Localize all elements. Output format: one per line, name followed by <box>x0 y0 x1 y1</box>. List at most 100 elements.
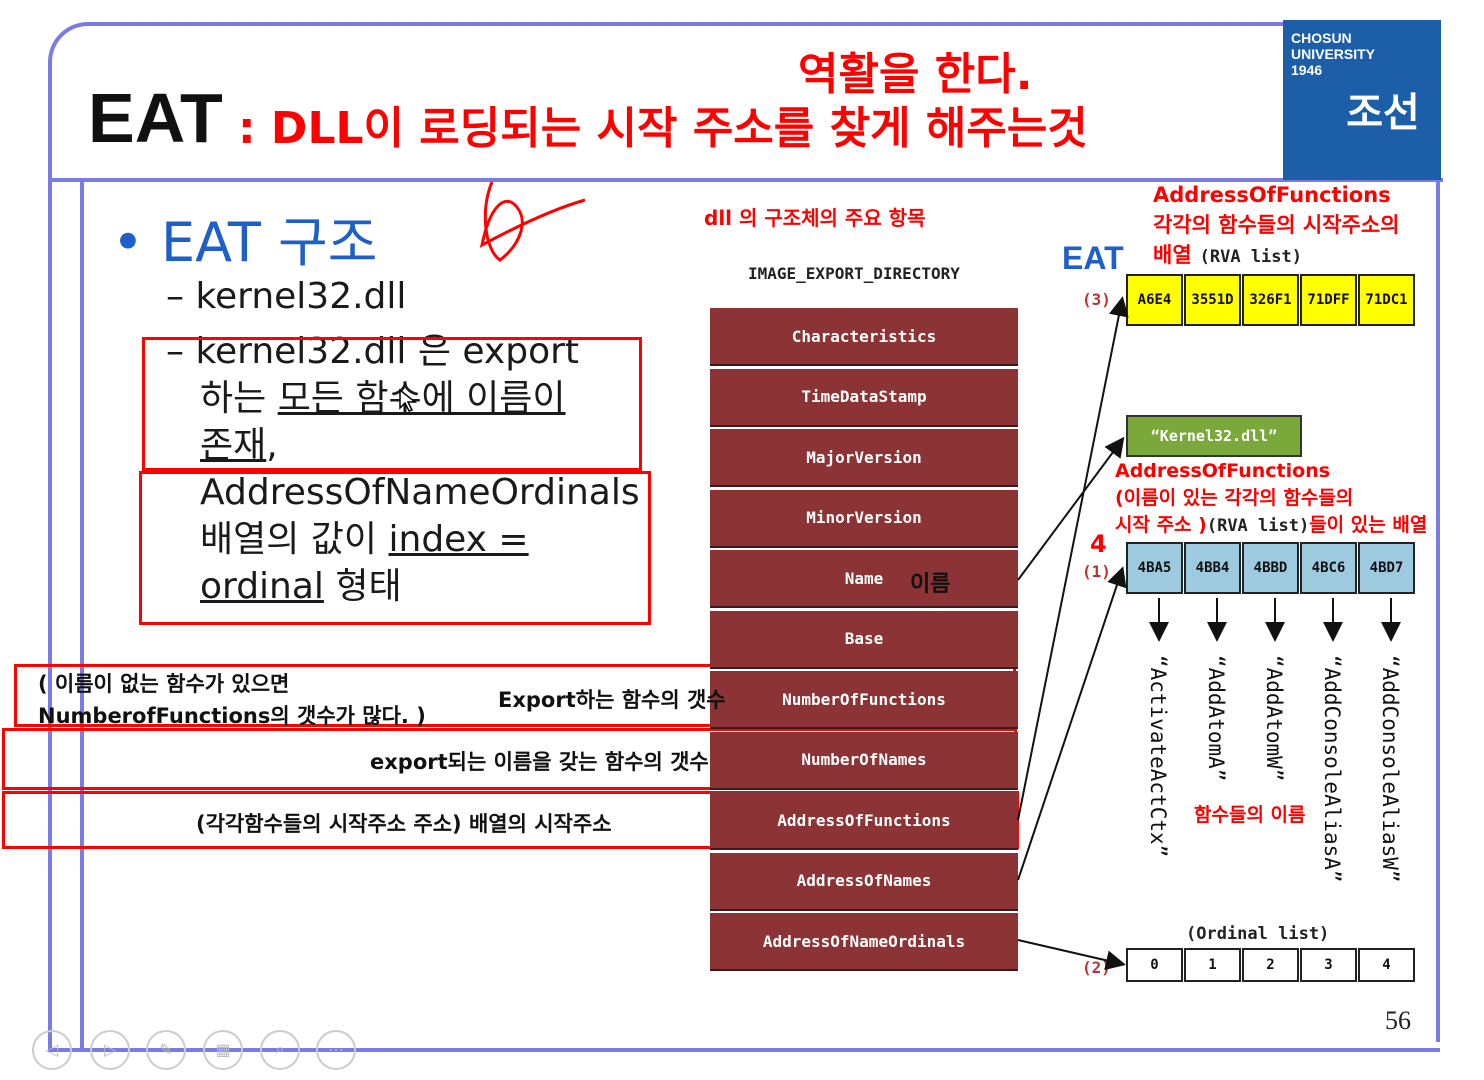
slide-frame-left-outer <box>48 140 52 1050</box>
dll-name-box: “Kernel32.dll” <box>1126 415 1302 457</box>
pen-scribble <box>479 181 586 262</box>
annotation-four: 4 <box>1090 530 1107 558</box>
bullet-sub2-line5a: 배열의 값이 <box>200 519 389 560</box>
zoom-icon[interactable]: ⌕ <box>260 1030 300 1070</box>
marker-3: (3) <box>1082 290 1111 309</box>
page-number: 56 <box>1385 1006 1411 1035</box>
struct-field-numberoffunctions: NumberOfFunctions <box>710 671 1018 729</box>
arrow-ordinals-to-ordinal-list <box>1017 939 1126 971</box>
name-rva-cell-3: 4BC6 <box>1300 542 1357 594</box>
slide-header-divider <box>48 178 1443 182</box>
eat-label: EAT <box>1062 240 1124 276</box>
annotation-func-names: 함수들의 이름 <box>1194 804 1306 826</box>
struct-field-majorversion: MajorVersion <box>710 429 1018 487</box>
slide-frame-bottom <box>48 1048 1440 1052</box>
bullet-sub2-line5b: index = <box>388 519 529 560</box>
annotation-funcs-mid-line3: 시작 주소 ) <box>1115 514 1207 536</box>
name-rva-cell-2: 4BBD <box>1242 542 1299 594</box>
annotation-funcs-top-line2: 각각의 함수들의 시작주소의 <box>1153 213 1400 237</box>
annotation-funcs-mid-line1: AddressOfFunctions <box>1115 460 1331 482</box>
logo-text-line1: CHOSUN <box>1291 30 1352 46</box>
marker-1: (1) <box>1082 562 1111 581</box>
bullet-sub2-line2b: 모든 함수에 이름이 <box>277 378 566 419</box>
ordinal-label: (Ordinal list) <box>1186 924 1330 944</box>
function-name-0: “ActivateActCtx” <box>1146 655 1170 858</box>
struct-field-name: Name <box>710 550 1018 608</box>
highlight-box-ordinals <box>139 471 651 625</box>
ordinal-cell-4: 4 <box>1358 948 1415 982</box>
prev-slide-icon[interactable]: ◁ <box>32 1030 72 1070</box>
logo-glyph: 조선 <box>1346 90 1420 136</box>
annotation-dll-struct: dll 의 구조체의 주요 항목 <box>704 206 926 230</box>
bullet-sub2-line6b: 형태 <box>323 566 402 607</box>
marker-2: (2) <box>1082 958 1111 977</box>
function-name-3: “AddConsoleAliasA” <box>1320 655 1344 883</box>
struct-title: IMAGE_EXPORT_DIRECTORY <box>748 264 960 283</box>
annotation-export-count: Export하는 함수의 갯수 <box>498 688 726 712</box>
highlight-box-names <box>142 337 642 471</box>
annotation-start-addr: (각각함수들의 시작주소 주소) 배열의 시작주소 <box>196 812 612 836</box>
annotation-no-name: ( 이름이 없는 함수가 있으면 NumberofFunctions의 갯수가 … <box>38 668 426 732</box>
ordinal-cell-2: 2 <box>1242 948 1299 982</box>
annotation-funcs-top: AddressOfFunctions 각각의 함수들의 시작주소의 배열 (RVA… <box>1153 180 1399 272</box>
more-options-icon[interactable]: ⋯ <box>316 1030 356 1070</box>
rva-label: (RVA list) <box>1199 247 1302 267</box>
mouse-cursor-icon <box>399 388 418 412</box>
slide-subtitle-line2: 역활을 한다. <box>798 49 1033 100</box>
arrow-functions-to-rva <box>1017 296 1129 821</box>
function-name-4: “AddConsoleAliasW” <box>1378 655 1402 883</box>
rva-cell-2: 326F1 <box>1242 274 1299 326</box>
struct-field-addressofnames: AddressOfNames <box>710 852 1018 911</box>
rva-label-mid: (RVA list) <box>1206 516 1310 536</box>
name-rva-cell-0: 4BA5 <box>1126 542 1183 594</box>
ordinal-cell-1: 1 <box>1184 948 1241 982</box>
bullet-main: • EAT 구조 <box>112 198 377 277</box>
annotation-funcs-top-line1: AddressOfFunctions <box>1153 183 1391 207</box>
arrow-names-to-name-rva <box>1017 566 1127 881</box>
struct-field-addressoffunctions: AddressOfFunctions <box>710 792 1018 850</box>
logo-text-line2: UNIVERSITY <box>1291 46 1376 62</box>
slide-subtitle: : DLL이 로딩되는 시작 주소를 찾게 해주는것 <box>238 103 1088 154</box>
bullet-sub2-line3a: 존재 <box>200 425 267 466</box>
annotation-funcs-top-line3: 배열 <box>1153 243 1192 267</box>
bullet-sub2-line2a: 하는 <box>200 378 278 419</box>
rva-cell-0: A6E4 <box>1126 274 1183 326</box>
struct-field-base: Base <box>710 610 1018 669</box>
name-rva-cell-1: 4BB4 <box>1184 542 1241 594</box>
ordinal-cell-3: 3 <box>1300 948 1357 982</box>
bullet-sub1-text: kernel32.dll <box>195 276 407 317</box>
bullet-sub2: – kernel32.dll 은 export 하는 모든 함수에 이름이 존재… <box>166 331 640 607</box>
struct-field-timedatastamp: TimeDataStamp <box>710 368 1018 427</box>
slides-grid-icon[interactable]: ▦ <box>203 1030 243 1070</box>
function-name-1: “AddAtomA” <box>1204 655 1228 782</box>
slide-title: EAT <box>88 79 223 157</box>
annotation-funcs-mid-line2: (이름이 있는 각각의 함수들의 <box>1115 487 1354 509</box>
bullet-sub2-line4: AddressOfNameOrdinals <box>200 472 640 513</box>
annotation-export-names: export되는 이름을 갖는 함수의 갯수 <box>370 750 709 774</box>
bullet-sub2-line6a: ordinal <box>200 566 324 607</box>
name-rva-cell-4: 4BD7 <box>1358 542 1415 594</box>
struct-field-numberofnames: NumberOfNames <box>710 731 1018 790</box>
next-slide-icon[interactable]: ▷ <box>90 1030 130 1070</box>
annotation-funcs-mid-line4: 들이 있는 배열 <box>1309 514 1428 536</box>
annotation-no-name-line2: NumberofFunctions의 갯수가 많다. ) <box>38 704 426 728</box>
function-name-2: “AddAtomW” <box>1262 655 1286 782</box>
annotation-funcs-mid: AddressOfFunctions (이름이 있는 각각의 함수들의 시작 주… <box>1115 458 1427 540</box>
rva-cell-1: 3551D <box>1184 274 1241 326</box>
struct-field-characteristics: Characteristics <box>710 308 1018 366</box>
struct-field-minorversion: MinorVersion <box>710 489 1018 548</box>
pen-tool-icon[interactable]: ✎ <box>146 1030 186 1070</box>
rva-cell-4: 71DC1 <box>1358 274 1415 326</box>
rva-cell-3: 71DFF <box>1300 274 1357 326</box>
bullet-main-text: EAT 구조 <box>161 211 378 274</box>
arrow-name-to-dll <box>1017 436 1125 581</box>
slide-frame-left <box>80 182 84 1052</box>
university-logo: CHOSUN UNIVERSITY 1946 조선 <box>1283 20 1441 180</box>
struct-field-addressofnameordinals: AddressOfNameOrdinals <box>710 913 1018 971</box>
ordinal-cell-0: 0 <box>1126 948 1183 982</box>
bullet-sub1: – kernel32.dll <box>166 276 407 317</box>
annotation-name-kr: 이름 <box>910 572 951 597</box>
